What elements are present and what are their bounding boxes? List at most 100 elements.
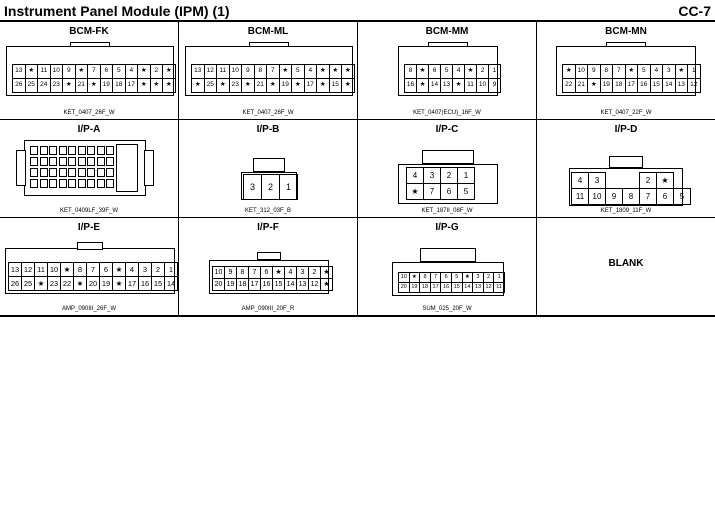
pin-cell: 13 bbox=[674, 78, 688, 93]
pin-cell: 3 bbox=[138, 262, 152, 277]
pin-cell: ★ bbox=[320, 278, 333, 291]
connector-part-number: KET_0407(ECU)_16F_W bbox=[413, 110, 481, 116]
pin-cell: 6 bbox=[428, 64, 441, 79]
pin-cavity bbox=[58, 168, 67, 177]
pin-cell: ★ bbox=[73, 276, 87, 291]
pin-cell: 23 bbox=[228, 78, 242, 93]
pin-cell: 17 bbox=[429, 282, 442, 293]
pin-cell: 20 bbox=[398, 282, 410, 293]
pin-cell: ★ bbox=[341, 78, 355, 93]
pin-cell: 14 bbox=[461, 282, 474, 293]
pin-cell: 9 bbox=[62, 64, 76, 79]
pin-cavity bbox=[49, 157, 57, 166]
pin-cell: 9 bbox=[605, 188, 623, 205]
pin-cell: 11 bbox=[464, 78, 477, 93]
pin-cell: ★ bbox=[587, 78, 601, 93]
connector-part-number: KET_0407_26F_W bbox=[242, 110, 294, 116]
connector-title: I/P-B bbox=[256, 124, 280, 135]
connector-title: I/P-G bbox=[435, 222, 459, 233]
pin-cell: 19 bbox=[278, 78, 292, 93]
pin-cell: ★ bbox=[320, 266, 333, 279]
pin-cell: 16 bbox=[138, 276, 152, 291]
pin-cavity bbox=[106, 179, 114, 188]
pin-cavity bbox=[30, 179, 38, 188]
pin-cell: 22 bbox=[60, 276, 74, 291]
pin-cell: 1 bbox=[488, 64, 501, 79]
pin-cell: 2 bbox=[308, 266, 321, 279]
pin-cell: ★ bbox=[278, 64, 292, 79]
pin-cell: 4 bbox=[649, 64, 663, 79]
pin-cell: 5 bbox=[291, 64, 305, 79]
pin-cell: ★ bbox=[674, 64, 688, 79]
pin-cell: 5 bbox=[440, 64, 453, 79]
pin-cell: 8 bbox=[599, 64, 613, 79]
pin-cell: ★ bbox=[562, 64, 576, 79]
pin-cavity bbox=[39, 168, 48, 177]
pin-cell: ★ bbox=[137, 64, 151, 79]
pin-cell: 6 bbox=[440, 272, 452, 283]
pin-cell: ★ bbox=[60, 262, 74, 277]
pin-cell: 5 bbox=[457, 183, 475, 200]
pin-cell: ★ bbox=[149, 78, 163, 93]
pin-cell: 4 bbox=[452, 64, 465, 79]
connector-latch bbox=[428, 42, 468, 47]
pin-cavity bbox=[30, 168, 38, 177]
pin-cell: 9 bbox=[224, 266, 237, 279]
pin-cell: 11 bbox=[571, 188, 589, 205]
pin-cell: 3 bbox=[472, 272, 484, 283]
connector-latch bbox=[77, 242, 103, 250]
pin-cell: 12 bbox=[687, 78, 701, 93]
connector-latch bbox=[70, 42, 110, 47]
pin-cell: 4 bbox=[125, 262, 139, 277]
pin-cell: 19 bbox=[599, 78, 613, 93]
pin-cell: ★ bbox=[137, 78, 151, 93]
pin-cell: 4 bbox=[124, 64, 138, 79]
pin-cell: 11 bbox=[37, 64, 51, 79]
pin-cell: 7 bbox=[612, 64, 626, 79]
pin-cell: 1 bbox=[493, 272, 505, 283]
pin-cell: 2 bbox=[482, 272, 495, 283]
pin-cell: ★ bbox=[162, 64, 176, 79]
pin-cell: 10 bbox=[47, 262, 61, 277]
pin-cell: 7 bbox=[423, 183, 441, 200]
connector-title: BCM-ML bbox=[247, 26, 289, 37]
pin-cavity bbox=[68, 179, 76, 188]
pin-cell: 14 bbox=[428, 78, 441, 93]
pin-cell: 2 bbox=[476, 64, 489, 79]
pin-cell: 13 bbox=[12, 64, 26, 79]
connector-part-number: KET_312_03F_B bbox=[244, 208, 292, 214]
pin-cavity bbox=[96, 168, 105, 177]
pin-cavity bbox=[96, 146, 105, 155]
pin-cell: 16 bbox=[440, 282, 452, 293]
pin-cell: ★ bbox=[624, 64, 638, 79]
pin-cell: 23 bbox=[49, 78, 63, 93]
pin-cavity bbox=[39, 146, 48, 155]
pin-cell: 6 bbox=[99, 262, 113, 277]
pin-cavity bbox=[106, 168, 114, 177]
pin-cell: 5 bbox=[450, 272, 463, 283]
pin-cell: 10 bbox=[476, 78, 489, 93]
pin-cell: 8 bbox=[253, 64, 267, 79]
pin-cell: 7 bbox=[87, 64, 101, 79]
pin-cell: 18 bbox=[419, 282, 431, 293]
pin-cell: 9 bbox=[488, 78, 501, 93]
pin-cell: 16 bbox=[637, 78, 651, 93]
pin-cell: ★ bbox=[406, 183, 424, 200]
pin-cell: 3 bbox=[243, 174, 262, 200]
